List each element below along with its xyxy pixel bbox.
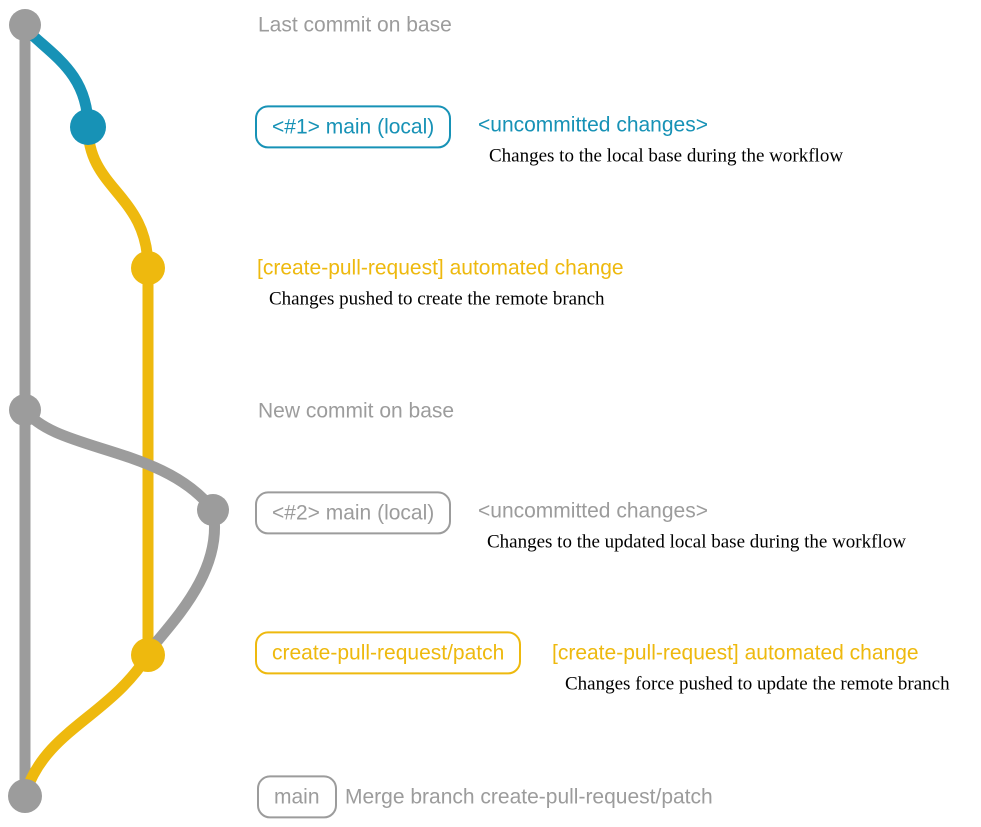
patch-branch-badge: create-pull-request/patch	[255, 631, 522, 675]
commit1-message: [create-pull-request] automated change	[257, 256, 624, 280]
base-update-edge	[19, 404, 220, 656]
commit-dot-patch-1	[131, 251, 165, 285]
branch1-caption: Changes to the local base during the wor…	[489, 145, 844, 167]
commit2-message: [create-pull-request] automated change	[552, 641, 919, 665]
last-commit-annotation: Last commit on base	[258, 13, 452, 37]
merge-message: Merge branch create-pull-request/patch	[345, 785, 713, 809]
patch-branch-line	[82, 121, 154, 661]
commit1-caption: Changes pushed to create the remote bran…	[269, 288, 605, 310]
main-badge: main	[257, 775, 337, 819]
patch-merge-edge	[20, 649, 154, 798]
commit-dot-local-2	[197, 494, 229, 526]
branch2-caption: Changes to the updated local base during…	[487, 531, 906, 553]
commit-dot-patch-2	[131, 638, 165, 672]
branch2-status: <uncommitted changes>	[478, 499, 708, 523]
new-commit-annotation: New commit on base	[258, 399, 455, 423]
commit-dot-local-1	[70, 109, 106, 145]
commit-dot-base-last	[9, 9, 41, 41]
branch1-badge: <#1> main (local)	[255, 105, 452, 149]
commit2-caption: Changes force pushed to update the remot…	[565, 673, 950, 695]
commit-dot-base-new	[9, 394, 41, 426]
branch1-status: <uncommitted changes>	[478, 113, 708, 137]
commit-dot-merge	[8, 779, 42, 813]
branch2-badge: <#2> main (local)	[255, 491, 452, 535]
